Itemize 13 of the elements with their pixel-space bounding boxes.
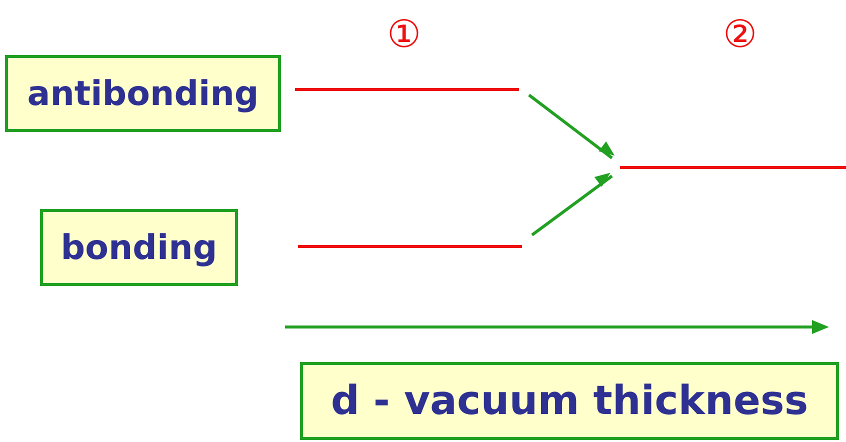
label-box [300,362,839,440]
energy-level-line [620,166,846,169]
label-text: d - vacuum thickness [330,378,808,424]
step-number: ② [722,14,758,54]
label-box [5,55,281,132]
step-number: ① [386,14,422,54]
arrow [528,94,615,160]
label-text: bonding [60,228,218,268]
energy-level-line [295,88,519,91]
label-text: antibonding [27,74,259,114]
label-box [40,209,238,286]
arrow [531,172,613,236]
energy-level-line [298,245,522,248]
